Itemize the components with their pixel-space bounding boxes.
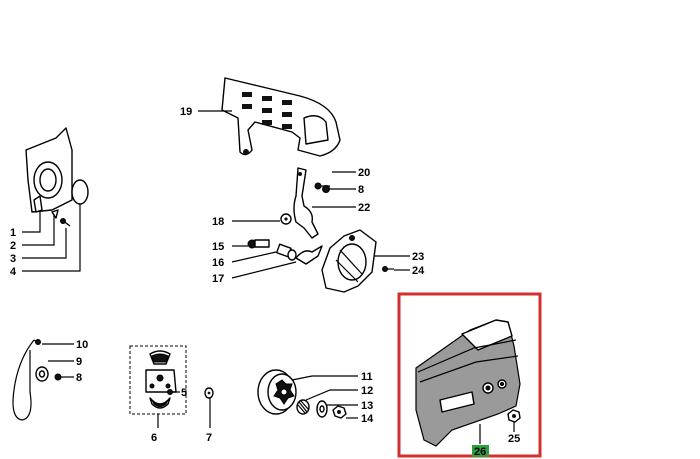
- part-2-clip: [51, 209, 59, 219]
- leader-1: [22, 212, 41, 233]
- callout-15: 15: [212, 241, 224, 253]
- part-12-bearing: [296, 399, 310, 415]
- part-6-clutch-assembly: [129, 345, 187, 415]
- highlight-frame: [397, 292, 542, 458]
- part-15-bolt: [247, 239, 270, 249]
- callout-19: 19: [180, 106, 192, 118]
- callout-1: 1: [10, 227, 16, 239]
- callout-7: 7: [206, 432, 212, 444]
- part-10-strap: [12, 339, 41, 421]
- callout-24: 24: [412, 265, 425, 277]
- part-18-washer: [280, 213, 292, 225]
- callout-8-lower: 8: [76, 372, 82, 384]
- part-23-cover: [321, 229, 377, 293]
- part-8-nut-lower: [54, 373, 62, 381]
- part-8-nut-upper: [322, 185, 330, 193]
- callout-3: 3: [10, 253, 16, 265]
- part-1-housing-plate: [25, 127, 73, 213]
- callout-6: 6: [151, 432, 157, 444]
- part-11-clutch-drum: [257, 369, 297, 415]
- part-4-disc: [71, 179, 89, 205]
- leader-2: [22, 214, 55, 246]
- callout-23: 23: [412, 251, 424, 263]
- callout-26: 26: [474, 446, 486, 458]
- callout-2: 2: [10, 240, 16, 252]
- leader-3: [22, 228, 67, 259]
- callout-13: 13: [361, 400, 373, 412]
- callout-5: 5: [181, 387, 187, 399]
- callout-16: 16: [212, 257, 224, 269]
- callout-22: 22: [358, 202, 370, 214]
- callout-11: 11: [361, 371, 373, 383]
- part-9-bushing: [35, 366, 49, 382]
- callout-9: 9: [76, 356, 82, 368]
- leader-17: [231, 261, 297, 279]
- part-24-screw: [382, 266, 394, 272]
- callout-12: 12: [361, 385, 373, 397]
- callout-10: 10: [76, 339, 88, 351]
- leader-11: [291, 375, 313, 381]
- callout-26-highlight: [472, 445, 489, 457]
- part-25-nut: [507, 409, 521, 423]
- part-22-lever: [293, 167, 319, 239]
- part-19-hand-guard: [221, 77, 341, 157]
- part-7-washer: [204, 387, 214, 399]
- callout-25: 25: [508, 433, 520, 445]
- part-26-sprocket-cover: [415, 319, 521, 447]
- part-5-spring: [167, 389, 173, 395]
- leader-16: [231, 251, 277, 263]
- callout-17: 17: [212, 273, 224, 285]
- part-16-bushing: [275, 243, 297, 261]
- callout-8-upper: 8: [358, 184, 364, 196]
- part-17-spring: [295, 245, 323, 265]
- callout-20: 20: [358, 167, 370, 179]
- part-14-nut: [332, 405, 347, 419]
- leader-4: [22, 204, 81, 272]
- callout-14: 14: [361, 413, 374, 425]
- leader-12: [305, 389, 358, 401]
- callout-18: 18: [212, 216, 224, 228]
- part-3-screw: [60, 218, 71, 227]
- part-13-washer: [316, 400, 328, 418]
- callout-4: 4: [10, 266, 17, 278]
